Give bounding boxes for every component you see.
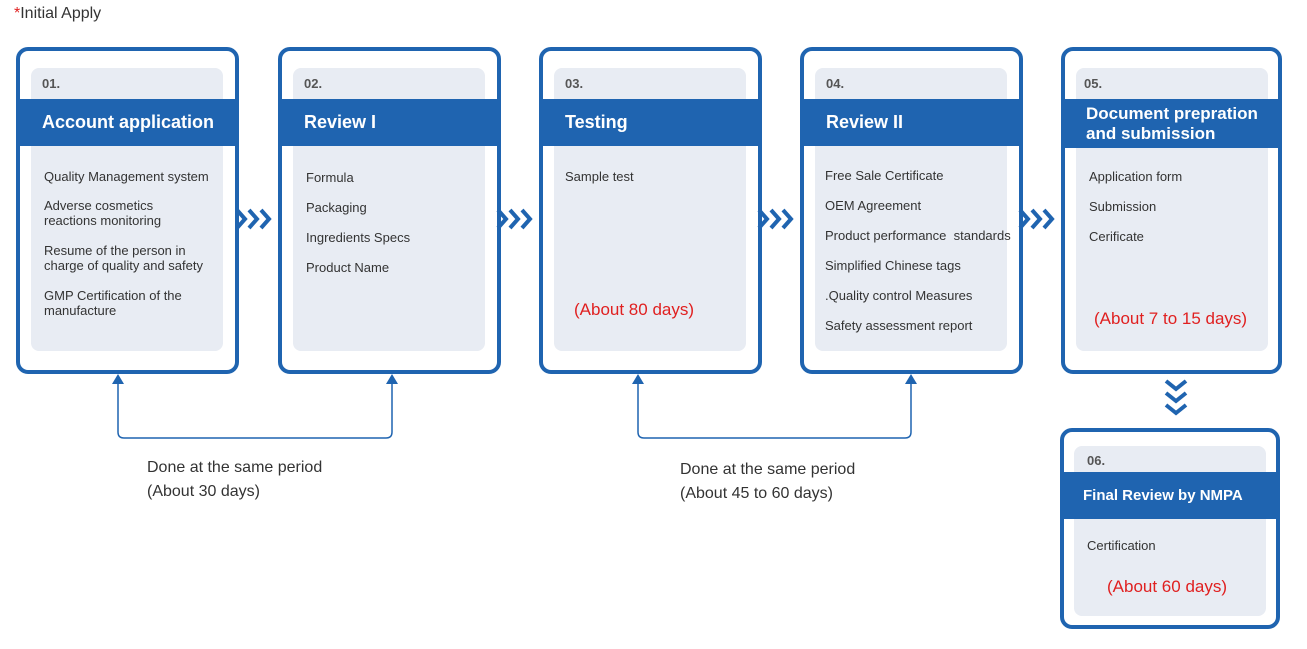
- period-label: Done at the same period (About 30 days): [147, 456, 322, 504]
- step-title-text: Review I: [304, 112, 377, 132]
- step-title: Review I: [278, 99, 501, 146]
- period-label: Done at the same period (About 45 to 60 …: [680, 458, 855, 506]
- step-duration: (About 7 to 15 days): [1094, 309, 1248, 328]
- step-title-text: Final Review by NMPA: [1083, 487, 1243, 504]
- chevron-right-icon: [1018, 208, 1055, 230]
- step-item: Cerificate: [1089, 229, 1144, 244]
- step-title: Final Review by NMPA: [1060, 472, 1280, 519]
- period-text: Done at the same period: [147, 459, 323, 476]
- step-item: Adverse cosmetics reactions monitoring: [44, 198, 162, 228]
- step-document-preparation: 05. Document prepration and submission A…: [1061, 47, 1282, 374]
- step-account-application: 01. Account application Quality Manageme…: [16, 47, 239, 374]
- step-item: Safety assessment report: [825, 318, 973, 333]
- chevron-right-icon: [235, 208, 272, 230]
- step-title-text: Account application: [42, 112, 215, 132]
- step-review-1: 02. Review I Formula Packaging Ingredien…: [278, 47, 501, 374]
- step-item: Sample test: [565, 169, 634, 184]
- step-item: Free Sale Certificate: [825, 168, 944, 183]
- chevron-right-icon: [496, 208, 533, 230]
- step-item: Ingredients Specs: [306, 230, 411, 245]
- asterisk: *: [14, 5, 21, 22]
- step-title-text: Review II: [826, 112, 904, 132]
- step-item: Product performance standards: [825, 228, 1011, 243]
- step-number: 06.: [1087, 453, 1106, 468]
- step-item: Simplified Chinese tags: [825, 258, 961, 273]
- step-number: 05.: [1084, 76, 1103, 91]
- step-duration: (About 80 days): [574, 300, 695, 319]
- step-item: GMP Certification of the manufacture: [44, 288, 182, 318]
- step-number: 02.: [304, 76, 323, 91]
- step-item: Formula: [306, 170, 354, 185]
- step-title-text: Testing: [565, 112, 628, 132]
- step-title: Testing: [539, 99, 762, 146]
- step-item: Application form: [1089, 169, 1183, 184]
- step-number: 03.: [565, 76, 584, 91]
- step-number: 04.: [826, 76, 845, 91]
- step-title-line: and submission: [1086, 124, 1216, 143]
- chevron-down-icon: [1164, 379, 1188, 416]
- step-item: Quality Management system: [44, 169, 209, 184]
- step-title: Document prepration and submission: [1061, 99, 1282, 148]
- step-item: OEM Agreement: [825, 198, 922, 213]
- step-item: Product Name: [306, 260, 390, 275]
- step-title: Account application: [16, 99, 239, 146]
- step-item: .Quality control Measures: [825, 288, 973, 303]
- step-item: Submission: [1089, 199, 1157, 214]
- period-duration: (About 45 to 60 days): [680, 485, 833, 502]
- step-item: Packaging: [306, 200, 367, 215]
- note-text: Initial Apply: [20, 5, 102, 22]
- step-title-line: Document prepration: [1086, 104, 1258, 123]
- period-duration: (About 30 days): [147, 483, 260, 500]
- step-item: Certification: [1087, 538, 1156, 553]
- step-title: Review II: [800, 99, 1023, 146]
- step-item: Resume of the person in charge of qualit…: [44, 243, 203, 273]
- step-testing: 03. Testing Sample test (About 80 days): [539, 47, 762, 374]
- initial-apply-note: *Initial Apply: [14, 5, 101, 23]
- step-duration: (About 60 days): [1107, 577, 1228, 596]
- period-text: Done at the same period: [680, 461, 856, 478]
- step-final-review: 06. Final Review by NMPA Certification (…: [1060, 428, 1280, 629]
- chevron-right-icon: [757, 208, 794, 230]
- step-number: 01.: [42, 76, 61, 91]
